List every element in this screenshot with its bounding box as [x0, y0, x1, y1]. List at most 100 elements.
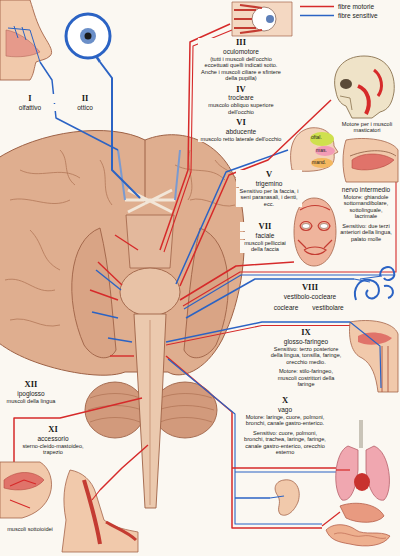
face-zone-illustration: [311, 158, 333, 168]
nerve-function: muscolo obliquo superiore dell'occhio: [198, 102, 284, 115]
face-zone-illustration: [315, 146, 335, 156]
nerve-number: III: [198, 38, 284, 47]
nerve: [235, 497, 270, 499]
face-illustration: [318, 222, 330, 231]
nerve-name: glosso-faringeo: [270, 338, 342, 345]
ear-illustration: [384, 286, 393, 298]
organ-illustration: [359, 420, 363, 448]
legend-line: [300, 7, 334, 16]
nerve-number: II: [62, 94, 108, 103]
mouth-illustration: [343, 138, 398, 182]
brain: [90, 418, 140, 423]
face-illustration: [294, 198, 336, 266]
brain: [158, 406, 214, 411]
throat-illustration: [350, 321, 399, 393]
ear-illustration: [270, 480, 299, 515]
nerve-function: Sensitivo: due terzi anteriori della lin…: [340, 223, 392, 242]
eye-muscle-illustration: [232, 2, 292, 36]
nerve-root: [110, 355, 134, 356]
face-zone-illustration: [291, 128, 338, 172]
nerve-number: V: [236, 170, 302, 179]
nerve-number: VIII: [270, 283, 350, 292]
ear-illustration: [270, 496, 284, 498]
nerve-name: cocleare: [266, 304, 306, 311]
eye-illustration: [96, 56, 100, 62]
nerve: [186, 279, 354, 318]
nerve-function: Motore per i muscoli masticatori: [336, 121, 398, 134]
nerve-number: VI: [198, 118, 284, 127]
skull-illustration: [374, 70, 381, 96]
nerve-name: vago: [244, 406, 326, 413]
organ-illustration: [336, 469, 350, 470]
brain: [134, 314, 166, 508]
nerve-name: ottico: [62, 104, 108, 111]
brain: [10, 319, 60, 326]
nerve-number: IX: [270, 328, 342, 337]
face-illustration: [300, 206, 330, 211]
tongue-illustration: [4, 473, 44, 490]
eye-illustration: [66, 14, 110, 62]
nerve: [14, 24, 396, 528]
brain: [125, 190, 175, 212]
nerve-function: Motore: stilo-faringeo, muscoli costritt…: [270, 368, 342, 387]
nerve-function: Motore: ghiandole sottomandibolare, sott…: [340, 194, 392, 220]
zone-label: oftal.: [311, 135, 335, 141]
nerve-name: faciale: [240, 232, 290, 239]
organ-illustration: [340, 503, 384, 522]
face-illustration: [320, 224, 328, 229]
face-illustration: [294, 198, 336, 266]
face-illustration: [300, 222, 312, 231]
organ-illustration: [354, 473, 370, 491]
brain: [20, 170, 80, 178]
ear-illustration: [380, 267, 394, 280]
nerve-root: [115, 235, 138, 250]
face-illustration: [302, 224, 310, 229]
nerve: [232, 467, 336, 469]
ear-illustration: [354, 276, 382, 282]
nerve: [100, 62, 140, 198]
nerve-function: Sensitivo: terzo posteriore della lingua…: [270, 346, 342, 365]
nerve-number: XI: [22, 425, 84, 434]
nerve-name: accessorio: [22, 435, 84, 442]
nerve: [100, 445, 148, 490]
nerve-number: VII: [240, 222, 290, 231]
organ-illustration: [366, 446, 389, 500]
brain: [90, 394, 140, 399]
nerve: [183, 180, 396, 306]
nerve-function: Motore: laringe, cuore, polmoni, bronchi…: [244, 414, 326, 427]
throat-illustration: [350, 321, 399, 393]
neck-illustration: [62, 470, 138, 552]
brain: [0, 130, 244, 375]
organ-illustration: [334, 533, 386, 539]
brain: [118, 150, 180, 200]
nerve-function: muscoli pellicciai della faccia: [240, 240, 290, 253]
face-zone-illustration: [310, 132, 334, 146]
skull-illustration: [335, 56, 395, 118]
nerve-number: XII: [4, 380, 58, 389]
nose-illustration: [6, 30, 40, 57]
throat-illustration: [350, 322, 381, 388]
throat-illustration: [382, 346, 388, 392]
brain: [0, 130, 244, 508]
nerve-root: [96, 270, 121, 290]
face-illustration: [298, 240, 332, 248]
mouth-illustration: [350, 151, 396, 156]
tongue-illustration: [0, 462, 52, 518]
nerve-name: vestibolo-cocleare: [270, 293, 350, 300]
eye-illustration: [66, 14, 110, 58]
nerve-function: Sensitivo: cuore, polmoni, bronchi, trac…: [244, 430, 326, 456]
ear-illustration: [275, 480, 299, 515]
face-illustration: [298, 206, 332, 255]
nerve-function: sterno-cleido-mastoideo, trapezio: [22, 443, 84, 456]
face-illustration: [304, 247, 326, 255]
nerve-name: trigemino: [236, 180, 302, 187]
nerve-function: muscoli sottoioidei: [2, 526, 58, 532]
brain: [120, 268, 180, 316]
organ-illustration: [322, 512, 340, 526]
nose-illustration: [0, 0, 52, 80]
nerve-function: muscoli della lingua: [4, 398, 58, 404]
eye-illustration: [85, 33, 92, 40]
organ-illustration: [336, 446, 358, 500]
brain: [60, 150, 75, 185]
